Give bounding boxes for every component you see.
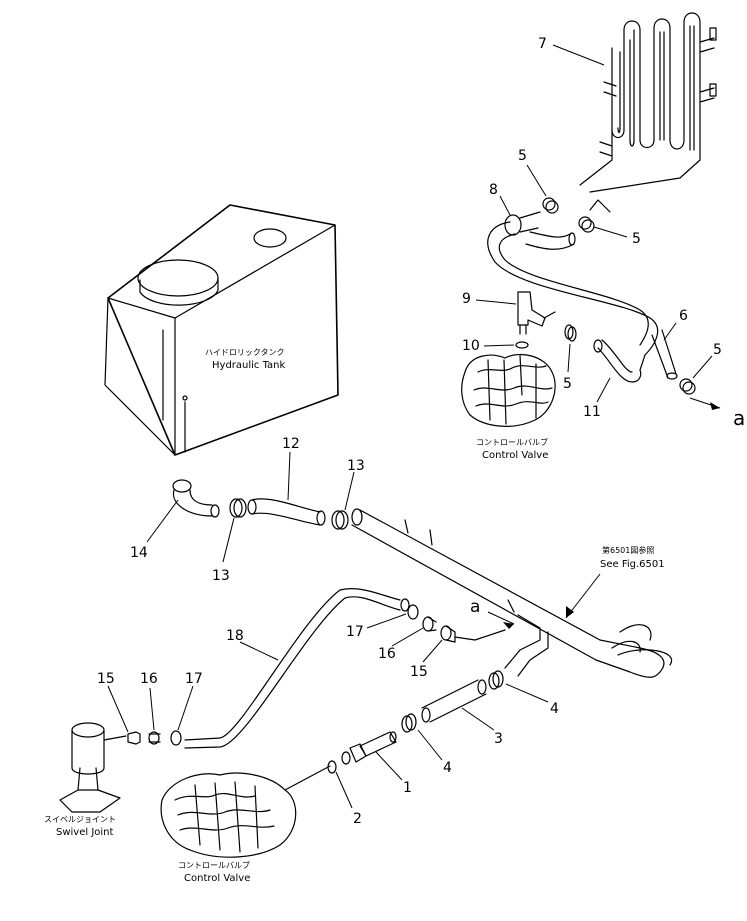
hose-clamp-4-lower [401,713,417,733]
callout-9: 9 [462,291,471,307]
callout-18: 18 [226,628,244,644]
control-valve-bottom-label: Control Valve [184,873,250,884]
see-fig-label: See Fig.6501 [600,559,665,570]
callout-5-a: 5 [518,148,527,164]
leader-lines [107,44,721,809]
hose-elbow-14 [172,479,220,518]
hose-clamp-5-b [578,216,595,233]
callout-16-center: 16 [378,646,396,662]
callout-3: 3 [494,731,503,747]
hose-clamp-13-right [331,510,349,530]
hose-clamp-5-c [564,324,577,342]
swivel-joint-label-jp: スイベルジョイント [44,815,116,824]
see-fig-label-jp: 第6501図参照 [602,545,654,555]
callout-15-left: 15 [97,671,115,687]
elbow-fitting-9 [517,291,556,335]
fitting-16-left [148,731,161,745]
callout-6: 6 [679,308,688,324]
callout-5-d: 5 [713,342,722,358]
connector-a-left: a [470,597,480,617]
callout-12: 12 [282,436,300,452]
fitting-8 [504,211,541,236]
hose-clamp-5-a [542,197,559,214]
hydraulic-tank-label-jp: ハイドロリックタンク [205,348,285,357]
tube-6 [651,329,678,380]
callout-7: 7 [538,36,547,52]
pipe-nipple-1 [341,731,397,765]
callout-11: 11 [583,404,601,420]
control-valve-top [461,353,556,427]
control-valve-bottom [160,765,331,858]
swivel-joint-label: Swivel Joint [56,827,114,838]
control-valve-bottom-label-jp: コントロールバルブ [178,860,250,870]
callout-10: 10 [462,338,480,354]
control-valve-top-label: Control Valve [482,450,548,461]
fitting-17-center [407,604,419,620]
swivel-joint [59,722,127,813]
callout-2: 2 [353,811,362,827]
callout-15-center: 15 [410,664,428,680]
tube-18 [184,588,410,749]
callout-8: 8 [489,182,498,198]
fitting-16-center [422,616,437,632]
hose-clamp-5-d [679,378,696,395]
fitting-15-center [440,625,506,643]
arrow-see-fig [566,606,574,618]
fitting-15-left [127,731,141,745]
callout-14: 14 [130,545,148,561]
callout-4-b: 4 [443,760,452,776]
hose-12 [247,498,326,526]
hose-3 [421,679,487,723]
hydraulic-tank [104,204,339,456]
arrow-a-left [503,622,514,629]
callout-17-left: 17 [185,671,203,687]
callout-4-a: 4 [550,701,559,717]
arrow-a-right [710,402,720,410]
hose-clamp-13-left [229,498,247,518]
callout-17-center: 17 [346,624,364,640]
callout-13-a: 13 [347,458,365,474]
callout-5-c: 5 [563,376,572,392]
oil-cooler-7 [579,12,717,213]
main-return-pipe [351,508,673,678]
fitting-17-left [170,730,182,746]
hydraulic-tank-label: Hydraulic Tank [212,360,286,371]
callout-1: 1 [403,780,412,796]
control-valve-top-label-jp: コントロールバルブ [476,437,548,447]
callout-5-b: 5 [632,231,641,247]
callout-16-left: 16 [140,671,158,687]
hose-clamp-4-upper [488,670,504,690]
tube-11 [487,221,659,383]
o-ring-10 [515,341,529,349]
connector-a-right: a [733,406,745,430]
callout-13-b: 13 [212,568,230,584]
